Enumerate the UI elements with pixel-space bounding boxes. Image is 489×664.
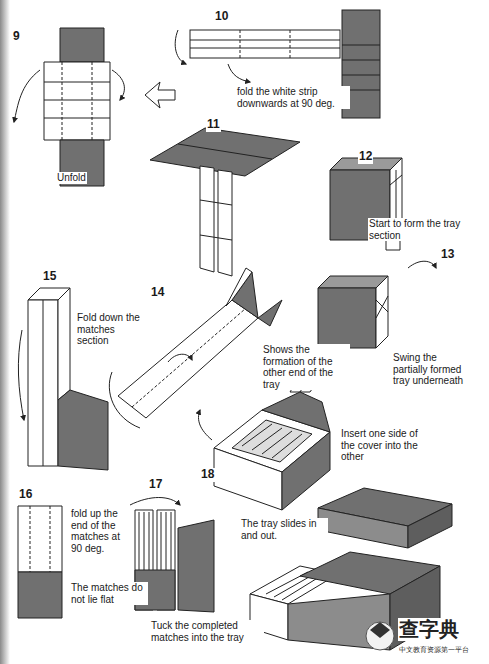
watermark: 中文教育资源第一平台 <box>398 646 470 654</box>
step-14 <box>109 268 282 428</box>
watermark: 查字典 <box>398 618 460 641</box>
instruction-note: The matches do not lie flat <box>70 582 148 605</box>
watermark-logo <box>366 622 394 650</box>
step-10 <box>175 10 380 118</box>
step-number: 18 <box>200 468 215 482</box>
step-number: 14 <box>150 286 165 300</box>
instruction-note: Tuck the completed matches into the tray <box>150 620 264 643</box>
instruction-note: The tray slides in and out. <box>240 518 328 541</box>
instruction-note: Start to form the tray section <box>368 218 474 241</box>
step-number: 11 <box>206 118 221 132</box>
instruction-note: fold the white strip downwards at 90 deg… <box>236 86 350 109</box>
step-9 <box>14 28 124 186</box>
instruction-note: fold up the end of the matches at 90 deg… <box>70 508 134 554</box>
instruction-note: Shows the formation of the other end of … <box>262 344 350 390</box>
step-number: 17 <box>148 478 163 492</box>
step-arrow <box>145 82 175 108</box>
instruction-note: Fold down the matches section <box>76 312 144 347</box>
instruction-note: Swing the partially formed tray undernea… <box>392 352 474 387</box>
step-number: 10 <box>214 10 229 24</box>
scan-shadow <box>0 0 10 664</box>
matchbox-closed <box>318 488 452 548</box>
step-number: 12 <box>358 150 373 164</box>
step-number: 13 <box>440 248 455 262</box>
step-number: 15 <box>42 270 57 284</box>
step-11 <box>150 128 300 276</box>
step-16 <box>18 506 62 618</box>
step-number: 9 <box>12 30 21 44</box>
step-number: 16 <box>18 488 33 502</box>
step-18 <box>199 392 331 510</box>
instruction-note: Unfold <box>56 172 87 184</box>
instruction-note: Insert one side of the cover into the ot… <box>340 428 434 463</box>
